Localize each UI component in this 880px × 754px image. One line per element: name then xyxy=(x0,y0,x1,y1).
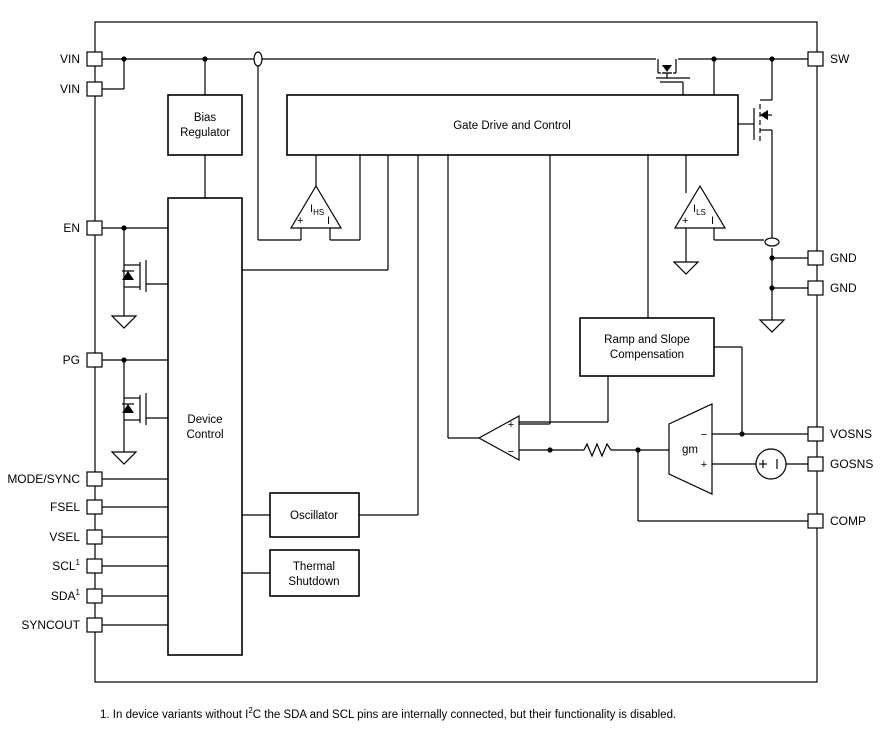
pin-vsel xyxy=(86,529,103,545)
gm-error-amplifier: gm − + xyxy=(668,403,713,495)
pg-pulldown-mosfet xyxy=(122,393,147,425)
pin-label-gnd-1: GND xyxy=(830,251,857,265)
ground-icon xyxy=(672,261,700,275)
low-side-mosfet xyxy=(753,99,772,144)
pin-label-syncout: SYNCOUT xyxy=(21,618,80,632)
footnote: 1. In device variants without I2C the SD… xyxy=(100,706,676,721)
current-sense-loop-ls xyxy=(764,237,780,247)
ramp-slope-block: Ramp and Slope Compensation xyxy=(579,317,715,377)
pin-label-mode-sync: MODE/SYNC xyxy=(7,472,80,486)
gate-drive-block: Gate Drive and Control xyxy=(286,94,739,156)
ils-plus: + xyxy=(682,215,688,227)
pin-en xyxy=(86,220,103,236)
device-control-label-1: Device xyxy=(187,414,222,426)
thermal-shutdown-label-1: Thermal xyxy=(293,561,335,573)
comparator-plus: + xyxy=(508,419,514,431)
ihs-sense-amplifier: IHS + I xyxy=(289,184,343,229)
pins-right: SW GND GND VOSNS GOSNS COMP xyxy=(807,51,873,529)
pin-mode-sync xyxy=(86,471,103,487)
comparator-minus: − xyxy=(508,446,514,458)
pin-label-sda: SDA1 xyxy=(51,588,81,603)
ground-icon xyxy=(110,315,138,329)
en-pulldown-mosfet xyxy=(122,260,147,292)
pin-label-vsel: VSEL xyxy=(49,530,80,544)
device-control-block: Device Control xyxy=(167,197,243,656)
ils-sense-amplifier: ILS + I xyxy=(673,184,727,229)
gm-minus: − xyxy=(701,429,707,441)
pin-vin-1 xyxy=(86,51,103,67)
pin-gnd-1 xyxy=(807,250,824,266)
ils-label: ILS xyxy=(693,203,706,217)
pin-label-gnd-2: GND xyxy=(830,281,857,295)
gm-label: gm xyxy=(682,444,698,456)
resistor-icon xyxy=(583,442,612,458)
pin-vosns xyxy=(807,426,824,442)
pin-fsel xyxy=(86,499,103,515)
high-side-mosfet xyxy=(656,56,690,83)
ihs-label: IHS xyxy=(310,203,324,217)
pwm-comparator: + − xyxy=(477,414,520,462)
pin-sw xyxy=(807,51,824,67)
ramp-slope-label-1: Ramp and Slope xyxy=(604,334,690,346)
pin-label-pg: PG xyxy=(63,353,80,367)
oscillator-block: Oscillator xyxy=(269,492,360,538)
oscillator-label: Oscillator xyxy=(290,510,338,522)
ihs-bar: I xyxy=(327,215,330,227)
pins-left: VIN VIN EN PG MODE/SYNC FSEL VSEL SCL1 S… xyxy=(7,51,103,633)
pin-label-sw: SW xyxy=(830,52,850,66)
ground-icon xyxy=(110,451,138,465)
pin-label-vin-1: VIN xyxy=(60,52,80,66)
pin-label-fsel: FSEL xyxy=(50,500,80,514)
ground-icon xyxy=(758,319,786,333)
junction-dots xyxy=(121,56,775,453)
pin-label-vosns: VOSNS xyxy=(830,427,872,441)
wires xyxy=(102,58,808,626)
pin-label-gosns: GOSNS xyxy=(830,457,873,471)
gm-plus: + xyxy=(701,459,707,471)
pin-label-comp: COMP xyxy=(830,514,866,528)
pin-gnd-2 xyxy=(807,280,824,296)
pin-syncout xyxy=(86,617,103,633)
bias-regulator-label-2: Regulator xyxy=(180,127,230,139)
pin-comp xyxy=(807,513,824,529)
pin-gosns xyxy=(807,456,824,472)
ic-boundary xyxy=(94,21,818,683)
offset-voltage-source xyxy=(755,448,787,480)
pin-scl xyxy=(86,558,103,574)
device-control-label-2: Control xyxy=(186,429,223,441)
pin-pg xyxy=(86,352,103,368)
ils-bar: I xyxy=(711,215,714,227)
bias-regulator-label-1: Bias xyxy=(194,112,217,124)
gate-drive-label: Gate Drive and Control xyxy=(453,120,571,132)
pin-label-en: EN xyxy=(63,221,80,235)
pin-label-scl: SCL1 xyxy=(52,558,80,573)
pin-sda xyxy=(86,588,103,604)
ramp-slope-label-2: Compensation xyxy=(610,349,684,361)
pin-label-vin-2: VIN xyxy=(60,82,80,96)
ihs-plus: + xyxy=(297,215,303,227)
pin-vin-2 xyxy=(86,81,103,97)
thermal-shutdown-block: Thermal Shutdown xyxy=(269,549,360,597)
current-sense-loop-hs xyxy=(253,51,263,67)
bias-regulator-block: Bias Regulator xyxy=(167,94,243,156)
thermal-shutdown-label-2: Shutdown xyxy=(288,576,339,588)
